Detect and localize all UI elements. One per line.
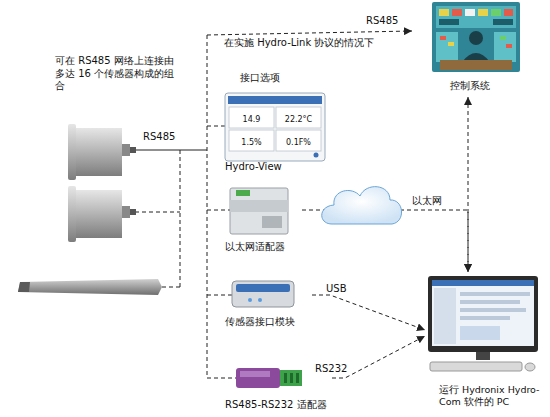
device-label: Hydro-View xyxy=(225,161,325,174)
connector-label: USB xyxy=(326,283,386,296)
connector-label: RS232 xyxy=(315,363,375,376)
device-node: 传感器接口模块 xyxy=(222,274,312,330)
note-label: 在实施 Hydro-Link 协议的情况下 xyxy=(224,37,414,50)
note-label: 接口选项 xyxy=(240,72,310,85)
connector-label: 以太网 xyxy=(412,195,472,208)
device-node: 14.922.2°C 1.5%0.1F% Hydro-View xyxy=(222,90,328,174)
display-value: 0.1F% xyxy=(276,138,321,148)
display-value: 22.2°C xyxy=(276,115,321,125)
note-label: 可在 RS485 网络上连接由多达 16 个传感器构成的组合 xyxy=(55,55,181,93)
device-node: 运行 Hydronix Hydro-Com 软件的 PC xyxy=(425,272,547,414)
link-connector xyxy=(312,295,425,330)
device-label: 控制系统 xyxy=(415,80,525,93)
link-connector xyxy=(302,210,468,272)
interface-module-picture xyxy=(232,281,294,307)
sensor-picture xyxy=(18,124,162,295)
display-value: 1.5% xyxy=(229,138,274,148)
link-connector xyxy=(468,97,469,272)
device-node: 以太网适配器 xyxy=(222,180,302,256)
cloud-symbol xyxy=(322,187,402,224)
ethernet-adapter-picture xyxy=(230,188,288,234)
control-room-picture xyxy=(432,2,520,72)
hydro-view-panel xyxy=(225,93,325,161)
note-label: RS485 xyxy=(143,131,187,144)
note-label: RS485 xyxy=(366,15,416,28)
device-label: RS485-RS232 适配器 xyxy=(225,399,345,412)
rs232-adapter-picture xyxy=(236,368,302,388)
pc-picture xyxy=(428,276,538,371)
bus-wiring xyxy=(135,31,412,378)
device-node: 控制系统 xyxy=(415,0,525,97)
display-value: 14.9 xyxy=(229,115,274,125)
device-label: 运行 Hydronix Hydro-Com 软件的 PC xyxy=(439,384,550,408)
device-label: 以太网适配器 xyxy=(225,241,315,254)
device-label: 传感器接口模块 xyxy=(225,316,315,329)
